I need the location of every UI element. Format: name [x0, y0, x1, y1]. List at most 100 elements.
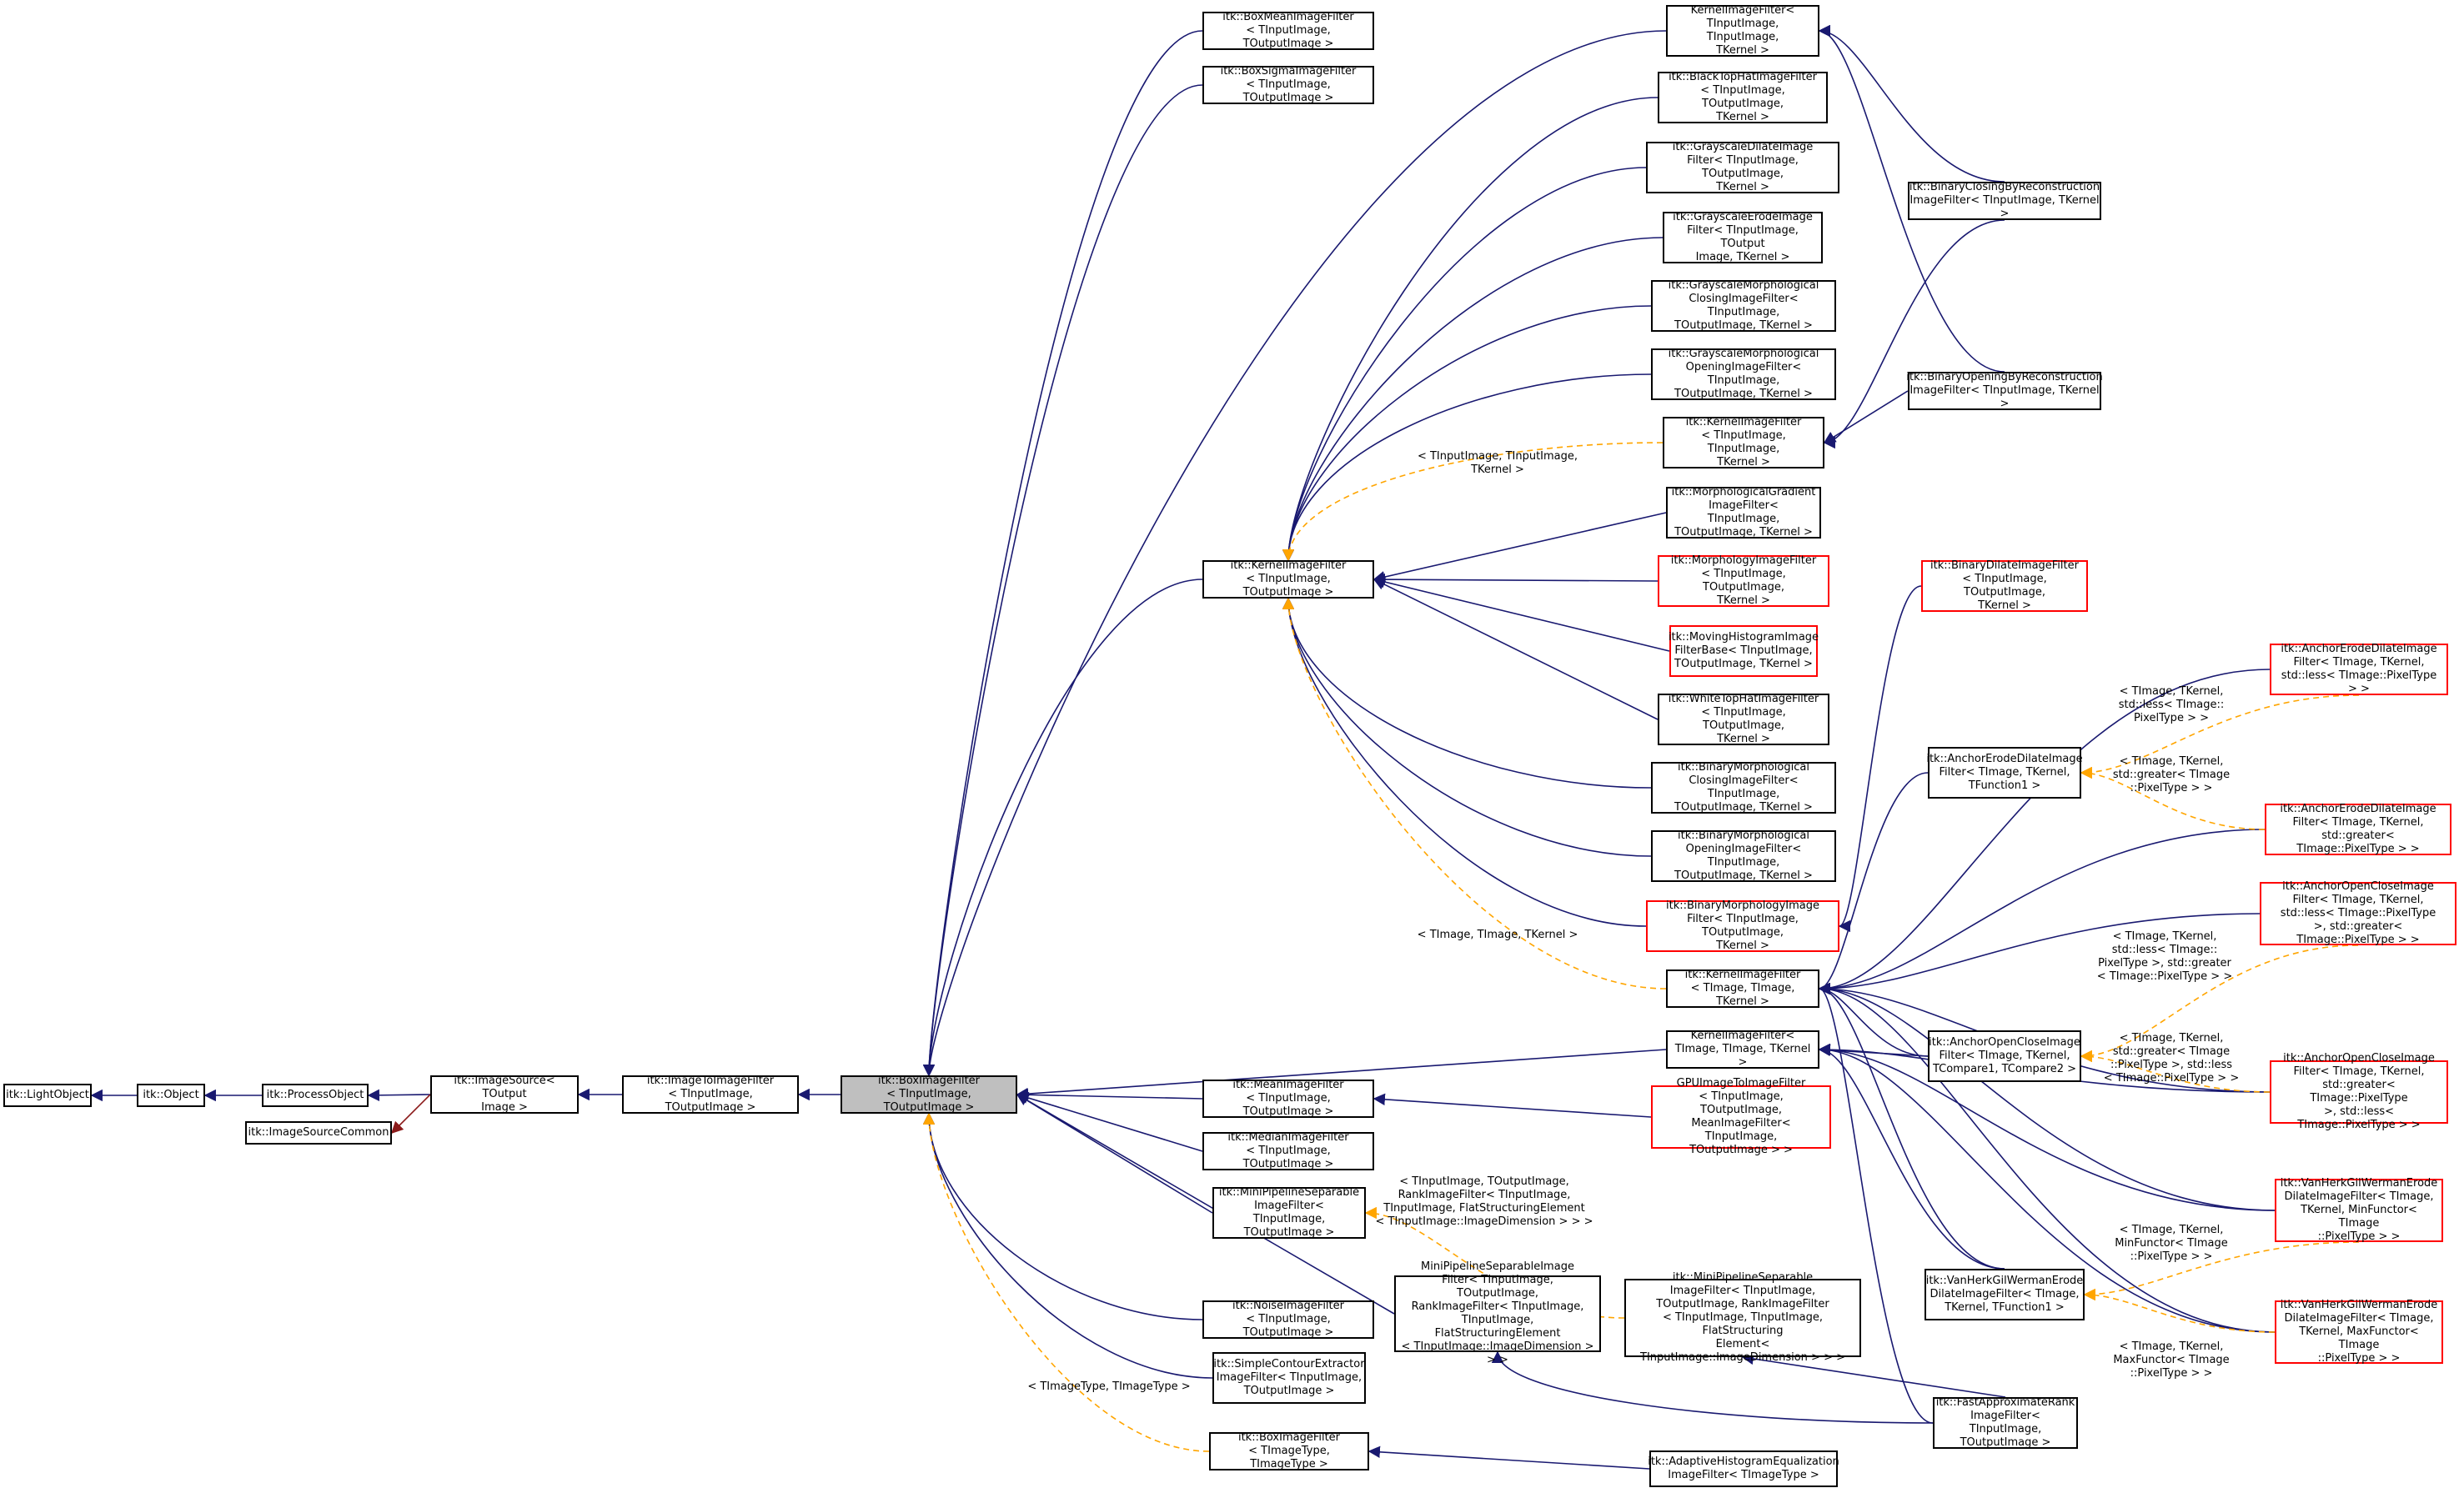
edge-boxsigma-to-boximage [922, 84, 1203, 1077]
class-node-imagetoimage[interactable]: itk::ImageToImageFilter < TInputImage, T… [622, 1075, 799, 1114]
class-node-boxmean[interactable]: itk::BoxMeanImageFilter < TInputImage, T… [1202, 11, 1374, 50]
edge-grayscaleerode-to-kernel-ot [1282, 237, 1664, 562]
class-node-box-tt[interactable]: itk::BoxImageFilter < TImageType, TImage… [1209, 1431, 1369, 1470]
edge-binmorphclosing-to-kernel-ot [1282, 597, 1652, 789]
edge-meanimage-to-boximage [1016, 1089, 1203, 1101]
edge-binopeningrecon-to-kernel-tik [1823, 390, 1909, 443]
edge-vanherk-to-kernel-ttt [1818, 982, 2005, 1270]
edge-fastapprox-to-kernel-ttt [1818, 982, 1934, 1424]
edge-binmorphimage-to-kernel-ot [1282, 597, 1647, 927]
class-node-anchorerodedilate[interactable]: itk::AnchorErodeDilateImage Filter< TIma… [1926, 747, 2083, 799]
class-node-boximage[interactable]: itk::BoxImageFilter < TInputImage, TOutp… [841, 1075, 1017, 1114]
class-node-simplecontour[interactable]: itk::SimpleContourExtractor ImageFilter<… [1212, 1352, 1366, 1404]
class-node-gpuimagetoimage[interactable]: GPUImageToImageFilter < TInputImage, TOu… [1651, 1077, 1831, 1156]
class-node-blacktophat[interactable]: itk::BlackTopHatImageFilter < TInputImag… [1658, 71, 1828, 123]
edge-noiseimage-to-boximage [922, 1112, 1203, 1320]
edge-label-tl-box-tt: < TImageType, TImageType > [1027, 1380, 1191, 1393]
edge-bindilate-to-binmorphimage [1838, 585, 1922, 932]
class-node-grayscaleopening[interactable]: itk::GrayscaleMorphological OpeningImage… [1651, 348, 1836, 400]
edge-anchorerodedilate-greater-to-anchorerodedilate [2080, 766, 2266, 830]
edge-kernel-tik-to-kernel-ot [1282, 442, 1664, 562]
class-node-object[interactable]: itk::Object [137, 1084, 205, 1107]
class-node-grayscaleerode[interactable]: itk::GrayscaleErodeImage Filter< TInputI… [1663, 211, 1823, 263]
class-node-binmorphclosing[interactable]: itk::BinaryMorphological ClosingImageFil… [1651, 761, 1836, 814]
edge-movinghist-to-kernel-ot [1373, 576, 1670, 652]
class-node-anchorerodedilate-greater[interactable]: itk::AnchorErodeDilateImage Filter< TIma… [2265, 803, 2451, 855]
class-node-grayscaleclosing[interactable]: itk::GrayscaleMorphological ClosingImage… [1651, 279, 1836, 332]
class-node-binclosingrecon[interactable]: itk::BinaryClosingByReconstruction Image… [1908, 181, 2101, 220]
class-node-morphology[interactable]: itk::MorphologyImageFilter < TInputImage… [1658, 554, 1829, 607]
edge-minipipe-itk-to-minipipe [1364, 1206, 1625, 1319]
edge-anchoropenclose-gl-to-anchoropenclose [2080, 1050, 2271, 1093]
class-node-kernel-ot[interactable]: itk::KernelImageFilter < TInputImage, TO… [1202, 559, 1374, 599]
edge-binmorphopening-to-kernel-ot [1282, 597, 1652, 857]
class-node-minipipe[interactable]: itk::MiniPipelineSeparable ImageFilter< … [1212, 1186, 1366, 1239]
edge-vanherk-min-to-vanherk [2083, 1241, 2360, 1301]
class-node-whitetophat[interactable]: itk::WhiteTopHatImageFilter < TInputImag… [1658, 693, 1829, 745]
class-node-binmorphopening[interactable]: itk::BinaryMorphological OpeningImageFil… [1651, 829, 1836, 882]
class-node-grayscaledilate[interactable]: itk::GrayscaleDilateImage Filter< TInput… [1646, 141, 1839, 193]
edge-label-tl-kernel-ttt: < TImage, TImage, TKernel > [1417, 929, 1578, 941]
edge-label-tl-vanherk-max: < TImage, TKernel, MaxFunctor< TImage ::… [2113, 1340, 2230, 1380]
class-node-anchoropenclose-lg[interactable]: itk::AnchorOpenCloseImage Filter< TImage… [2260, 880, 2456, 946]
edge-anchoropenclose-lg-to-anchoropenclose [2080, 944, 2359, 1063]
class-node-imagesource[interactable]: itk::ImageSource< TOutput Image > [430, 1075, 579, 1114]
edge-anchorerodedilate-less-to-kernel-ttt [1818, 669, 2271, 995]
class-node-vanherk-max[interactable]: itk::VanHerkGilWermanErode DilateImageFi… [2275, 1299, 2443, 1365]
edge-minipipe-to-boximage [1016, 1094, 1213, 1214]
edge-simplecontour-to-boximage [922, 1112, 1213, 1379]
edge-kernel-ot-to-boximage [922, 579, 1203, 1077]
edge-label-tl-open-gl: < TImage, TKernel, std::greater< TImage … [2103, 1032, 2240, 1085]
class-node-binopeningrecon[interactable]: itk::BinaryOpeningByReconstruction Image… [1906, 371, 2103, 410]
class-node-kernel-tik-top[interactable]: KernelImageFilter< TInputImage, TInputIm… [1666, 4, 1819, 57]
edge-vanherk-max-to-vanherk [2083, 1288, 2276, 1333]
edge-anchoropenclose-lg-to-kernel-ttt [1818, 913, 2261, 995]
edge-minipipe-full-to-boximage [1016, 1094, 1395, 1315]
edge-fastapprox-to-minipipe-itk [1741, 1352, 2006, 1398]
class-node-kernel-ttt[interactable]: itk::KernelImageFilter < TImage, TImage,… [1666, 969, 1819, 1008]
edge-vanherk-min-to-kernel-ttt-plain [1818, 1043, 2276, 1211]
edge-label-tl-minipipe: < TInputImage, TOutputImage, RankImageFi… [1375, 1175, 1593, 1228]
class-node-minipipe-itk[interactable]: itk::MiniPipelineSeparable ImageFilter< … [1624, 1271, 1861, 1364]
edge-morphology-to-kernel-ot [1373, 573, 1659, 586]
edge-vanherk-to-kernel-ttt-plain [1818, 1043, 2005, 1270]
edge-label-tl-open-lg: < TImage, TKernel, std::less< TImage:: P… [2096, 930, 2233, 983]
edge-gpuimagetoimage-to-meanimage [1373, 1093, 1652, 1118]
class-node-vanherk-min[interactable]: itk::VanHerkGilWermanErode DilateImageFi… [2275, 1177, 2443, 1243]
class-node-imagesourcecommon[interactable]: itk::ImageSourceCommon [245, 1121, 392, 1145]
edge-anchorerodedilate-greater-to-kernel-ttt [1818, 829, 2266, 995]
class-node-boxsigma[interactable]: itk::BoxSigmaImageFilter < TInputImage, … [1202, 65, 1374, 104]
class-node-processobject[interactable]: itk::ProcessObject [262, 1084, 369, 1107]
edge-morphgradient-to-kernel-ot [1373, 512, 1667, 584]
edge-medianimage-to-boximage [1016, 1091, 1203, 1152]
class-node-fastapprox[interactable]: itk::FastApproximateRank ImageFilter< TI… [1933, 1396, 2078, 1449]
edge-label-tl-anchor-less: < TImage, TKernel, std::less< TImage:: P… [2118, 685, 2225, 724]
class-node-kernel-tik[interactable]: itk::KernelImageFilter < TInputImage, TI… [1663, 416, 1824, 468]
edge-grayscaleclosing-to-kernel-ot [1282, 305, 1652, 562]
edge-label-tl-vanherk-min: < TImage, TKernel, MinFunctor< TImage ::… [2115, 1224, 2228, 1263]
class-node-anchorerodedilate-less[interactable]: itk::AnchorErodeDilateImage Filter< TIma… [2270, 643, 2448, 695]
class-node-kernel-ttt-plain[interactable]: KernelImageFilter< TImage, TImage, TKern… [1666, 1030, 1819, 1069]
class-node-binmorphimage[interactable]: itk::BinaryMorphologyImage Filter< TInpu… [1646, 899, 1839, 952]
class-node-lightobject[interactable]: itk::LightObject [3, 1084, 92, 1107]
class-node-anchoropenclose[interactable]: itk::AnchorOpenCloseImage Filter< TImage… [1928, 1030, 2081, 1082]
class-node-noiseimage[interactable]: itk::NoiseImageFilter < TInputImage, TOu… [1202, 1300, 1374, 1339]
class-node-medianimage[interactable]: itk::MedianImageFilter < TInputImage, TO… [1202, 1131, 1374, 1170]
edge-kernel-ttt-plain-to-boximage [1016, 1049, 1667, 1100]
class-node-minipipe-full[interactable]: MiniPipelineSeparableImage Filter< TInpu… [1394, 1260, 1601, 1366]
edge-grayscaleopening-to-kernel-ot [1282, 373, 1652, 562]
edge-vanherk-min-to-kernel-ttt [1818, 982, 2276, 1211]
edge-label-tl-kernel-tik: < TInputImage, TInputImage, TKernel > [1417, 450, 1578, 476]
class-node-morphgradient[interactable]: itk::MorphologicalGradient ImageFilter< … [1666, 486, 1821, 539]
class-node-movinghist[interactable]: itk::MovingHistogramImage FilterBase< TI… [1669, 625, 1819, 677]
class-node-anchoropenclose-gl[interactable]: itk::AnchorOpenCloseImage Filter< TImage… [2270, 1052, 2448, 1131]
edge-kernel-ttt-to-kernel-ot [1282, 597, 1667, 989]
class-node-bindilate[interactable]: itk::BinaryDilateImageFilter < TInputIma… [1921, 559, 2088, 612]
edge-vanherk-max-to-kernel-ttt-plain [1818, 1043, 2276, 1333]
class-node-meanimage[interactable]: itk::MeanImageFilter < TInputImage, TOut… [1202, 1079, 1374, 1118]
class-node-adaptivehist[interactable]: itk::AdaptiveHistogramEqualization Image… [1648, 1450, 1839, 1487]
class-node-vanherk[interactable]: itk::VanHerkGilWermanErode DilateImageFi… [1925, 1269, 2085, 1320]
edge-binclosingrecon-to-kernel-tik-top [1818, 24, 2005, 183]
